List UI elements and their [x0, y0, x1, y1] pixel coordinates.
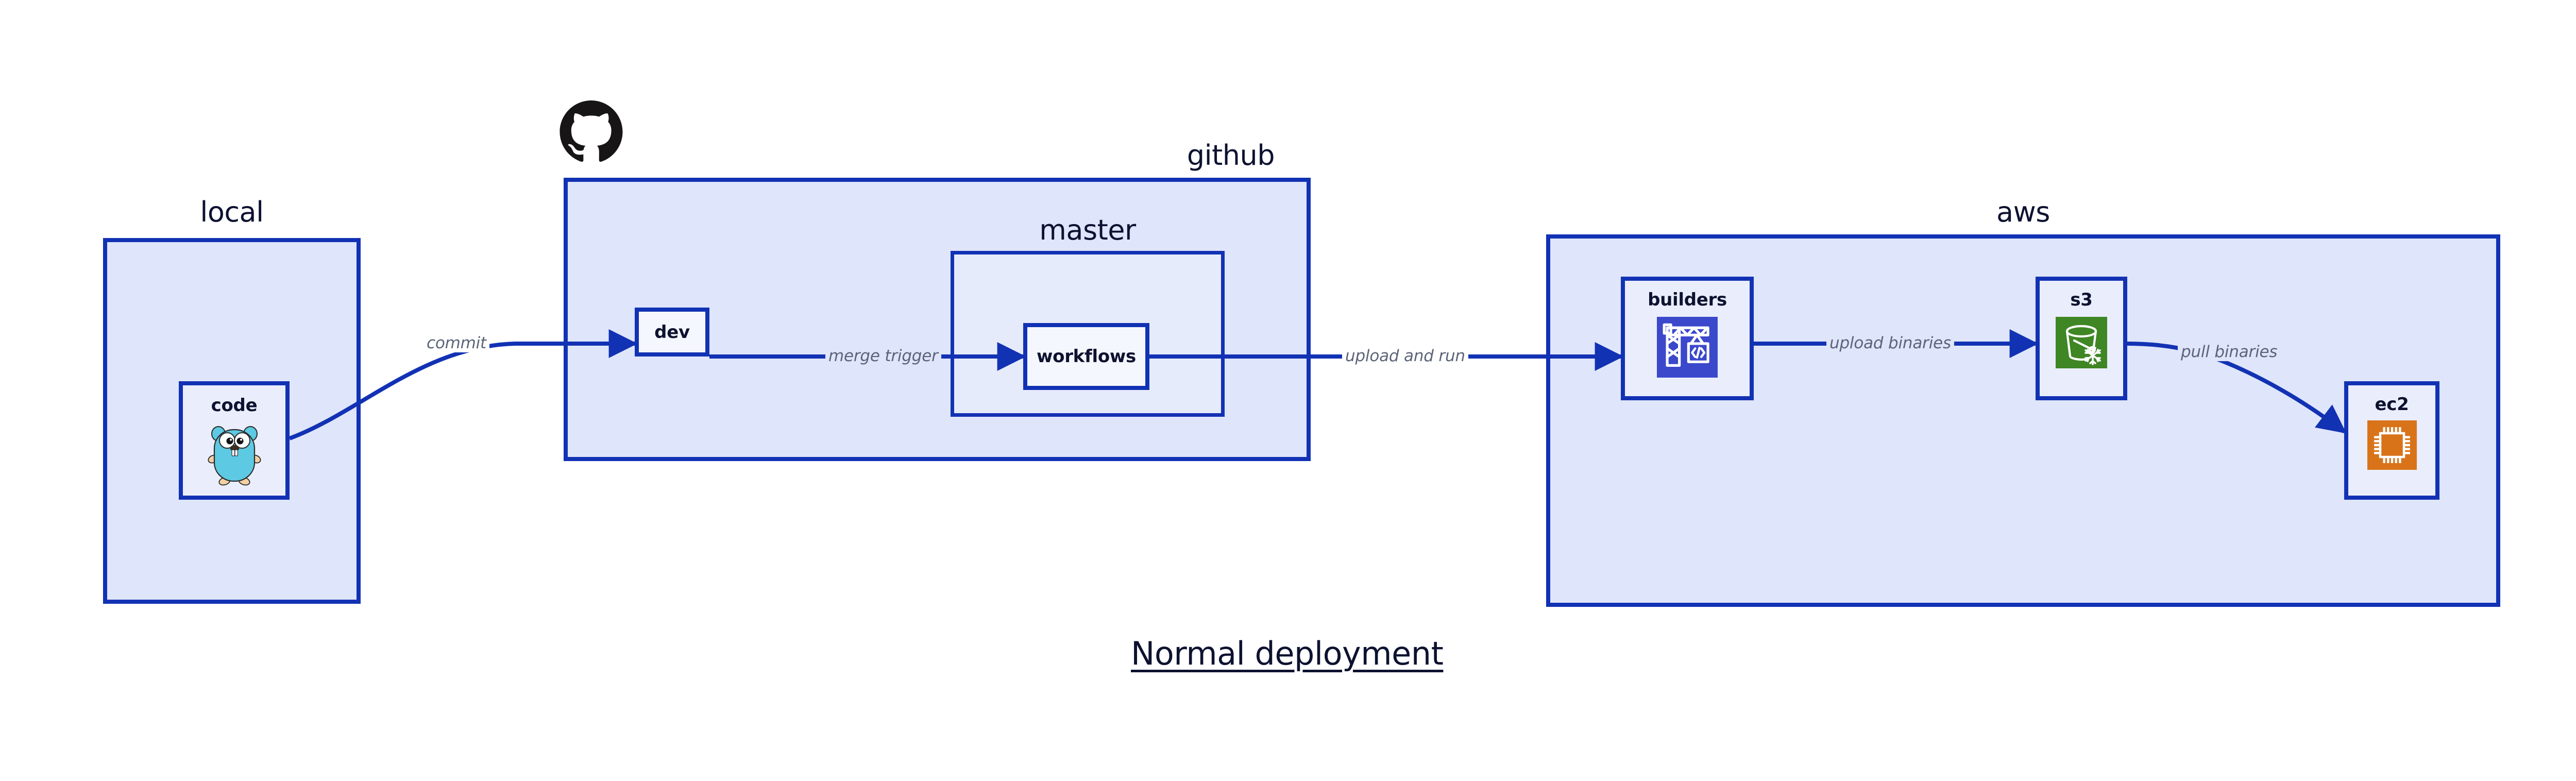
node-builders-label: builders — [1648, 290, 1727, 310]
cpu-chip-icon — [2367, 420, 2417, 472]
group-master-label: master — [1039, 214, 1136, 246]
edge-label-merge-trigger: merge trigger — [825, 347, 941, 365]
go-gopher-icon — [206, 421, 263, 488]
node-ec2-label: ec2 — [2375, 394, 2409, 415]
node-workflows[interactable]: workflows — [1023, 323, 1149, 390]
node-ec2[interactable]: ec2 — [2344, 381, 2439, 500]
edge-label-pull-binaries: pull binaries — [2178, 343, 2281, 361]
edge-label-upload-and-run: upload and run — [1342, 347, 1468, 365]
node-builders[interactable]: builders — [1621, 277, 1754, 400]
node-s3-label: s3 — [2070, 290, 2093, 310]
node-dev-label: dev — [654, 321, 690, 343]
diagram-title: Normal deployment — [1131, 635, 1444, 672]
group-github-label: github — [1187, 139, 1275, 172]
node-workflows-label: workflows — [1037, 346, 1136, 367]
crane-code-icon — [1657, 317, 1718, 380]
s3-bucket-icon — [2056, 317, 2107, 370]
github-octocat-icon — [559, 100, 623, 165]
node-code-label: code — [211, 395, 258, 416]
group-local-label: local — [200, 196, 264, 228]
node-s3[interactable]: s3 — [2036, 277, 2127, 400]
node-code[interactable]: code — [179, 381, 290, 500]
node-dev[interactable]: dev — [635, 308, 709, 356]
edge-label-commit: commit — [423, 334, 489, 352]
edge-label-upload-binaries: upload binaries — [1826, 334, 1954, 352]
group-aws-label: aws — [1996, 196, 2050, 228]
